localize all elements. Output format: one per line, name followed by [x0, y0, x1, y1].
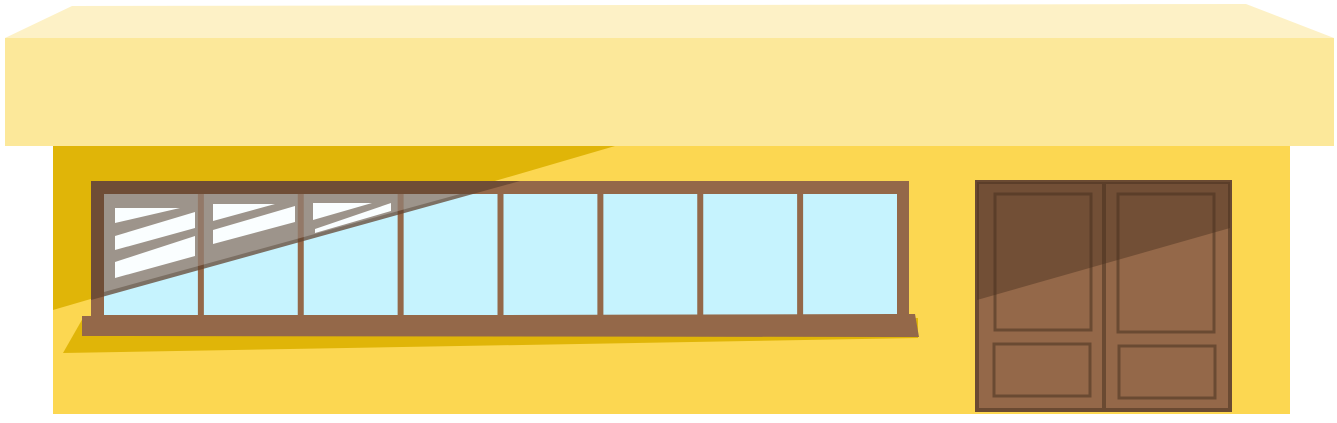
glass-reflection — [315, 203, 391, 233]
door-left-upper-panel — [993, 192, 1093, 332]
door-right-upper-panel — [1116, 192, 1216, 334]
awning-front — [5, 38, 1334, 146]
door-left-lower-panel — [992, 342, 1092, 398]
double-door — [975, 180, 1232, 412]
glass-reflection — [115, 208, 180, 223]
window-pane — [603, 194, 698, 315]
glass-reflection — [213, 204, 275, 221]
window-pane — [403, 194, 498, 315]
window-shadow — [91, 181, 520, 300]
window-pane — [803, 194, 897, 315]
glass-reflection — [115, 236, 195, 278]
door-shadow — [977, 182, 1230, 300]
window-pane — [703, 194, 798, 315]
door-right-lower-panel — [1117, 344, 1217, 400]
glass-reflection — [213, 206, 295, 244]
glass-reflection — [313, 203, 372, 220]
window-sill — [82, 314, 919, 337]
shop-window — [82, 181, 919, 337]
awning-top — [5, 4, 1334, 38]
glass-reflection — [115, 212, 195, 250]
window-pane — [503, 194, 598, 315]
